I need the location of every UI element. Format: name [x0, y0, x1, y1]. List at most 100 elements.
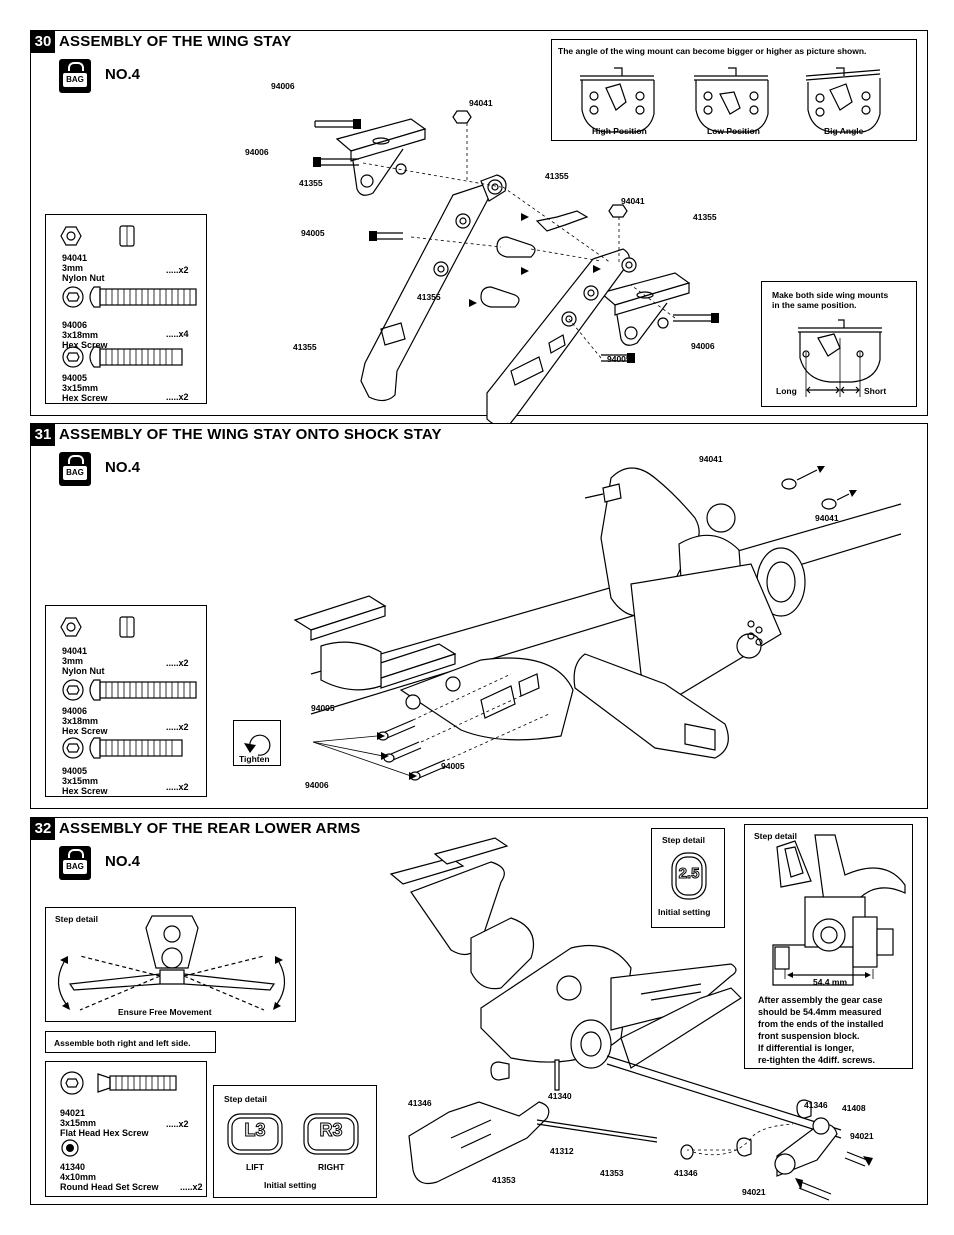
gear-case-measurement-drawing [772, 834, 906, 986]
step-detail-initial-setting: Step detail 2.5 Initial setting [651, 828, 725, 928]
bag-number: NO.4 [105, 853, 141, 870]
part-qty: .....x2 [166, 265, 189, 275]
step-detail-label: Step detail [662, 835, 705, 845]
callout-label: 41355 [545, 171, 569, 181]
part-qty: .....x2 [166, 782, 189, 792]
step-title: ASSEMBLY OF THE REAR LOWER ARMS [59, 820, 361, 837]
side-note: Make both side wing mounts [772, 290, 889, 300]
callout-label: 94005 [441, 761, 465, 771]
rotate-clockwise-icon [244, 734, 271, 756]
rear-lower-arms-drawing [389, 837, 873, 1201]
part-code: 41340 [60, 1162, 86, 1172]
both-sides-label: Assemble both right and left side. [54, 1038, 191, 1048]
parts-list: 94041 3mm Nylon Nut .....x2 94006 3x18mm… [45, 214, 207, 404]
part-qty: .....x4 [166, 329, 189, 339]
measure-label: 54.4 mm [813, 977, 848, 987]
wing-mount-holes-icon [798, 319, 882, 397]
callout-label: 41355 [299, 178, 323, 188]
part-size: 3x15mm [62, 383, 99, 393]
part-code: 94005 [62, 766, 88, 776]
bag-icon: BAG [59, 59, 91, 93]
callout-label: 94006 [305, 780, 329, 790]
callout-label: 94021 [742, 1187, 766, 1197]
bag-number: NO.4 [105, 459, 141, 476]
wing-angle-box: The angle of the wing mount can become b… [551, 39, 917, 141]
callout-label: 41355 [417, 292, 441, 302]
lift-label: LIFT [246, 1162, 264, 1172]
part-name: Nylon Nut [62, 666, 105, 676]
step-detail-gear-case: Step detail 54.4 mm After assembly the g… [744, 824, 913, 1069]
callout-label: 94041 [815, 513, 839, 523]
part-code: 94006 [62, 706, 88, 716]
l3-insert-label: L3 [244, 1120, 266, 1141]
note-line: should be 54.4mm measured [758, 1007, 882, 1017]
bag-icon: BAG [59, 846, 91, 880]
step-detail-label: Step detail [55, 914, 98, 924]
part-name: Hex Screw [62, 393, 108, 403]
parts-list: 94041 3mm Nylon Nut .....x2 94006 3x18mm… [45, 605, 207, 797]
callout-label: 94041 [621, 196, 645, 206]
tighten-box: Tighten [233, 720, 281, 766]
part-name: Hex Screw [62, 726, 108, 736]
step-title: ASSEMBLY OF THE WING STAY ONTO SHOCK STA… [59, 426, 442, 443]
part-qty: .....x2 [166, 722, 189, 732]
part-size: 3mm [62, 263, 84, 273]
part-name: Round Head Set Screw [60, 1182, 159, 1192]
part-size: 3x15mm [60, 1118, 97, 1128]
callout-label: 94005 [301, 228, 325, 238]
step-detail-free-movement: Step detail Ensure Free Movement [45, 907, 296, 1022]
part-qty: .....x2 [166, 1119, 189, 1129]
part-size: 3x18mm [62, 716, 99, 726]
callout-label: 41340 [548, 1091, 572, 1101]
tighten-label: Tighten [239, 754, 270, 764]
parts-list: 94021 3x15mm Flat Head Hex Screw .....x2… [45, 1061, 207, 1197]
note-line: re-tighten the 4diff. screws. [758, 1055, 876, 1065]
callout-label: 94041 [699, 454, 723, 464]
part-size: 4x10mm [60, 1172, 97, 1182]
part-code: 94005 [62, 373, 88, 383]
callout-label: 41312 [550, 1146, 574, 1156]
callout-label: 41346 [674, 1168, 698, 1178]
callout-label: 41355 [293, 342, 317, 352]
note-line: from the ends of the installed [758, 1019, 884, 1029]
wing-mount-positions-icon [580, 67, 881, 133]
initial-setting-label: Initial setting [264, 1180, 317, 1190]
part-size: 3x18mm [62, 330, 99, 340]
free-movement-drawing [57, 915, 286, 1011]
free-movement-label: Ensure Free Movement [118, 1007, 212, 1017]
callout-label: 41346 [408, 1098, 432, 1108]
callout-label: 41346 [804, 1100, 828, 1110]
parts-icons [60, 1071, 177, 1157]
callout-label: 94005 [311, 703, 335, 713]
part-size: 3x15mm [62, 776, 99, 786]
long-label: Long [776, 386, 797, 396]
part-code: 94041 [62, 646, 88, 656]
step-number: 32 [31, 818, 55, 840]
part-qty: .....x2 [166, 392, 189, 402]
step-detail-label: Step detail [754, 831, 797, 841]
step-32-panel: 32 ASSEMBLY OF THE REAR LOWER ARMS BAG N… [30, 817, 928, 1205]
step-title: ASSEMBLY OF THE WING STAY [59, 33, 292, 50]
step-number: 31 [31, 424, 55, 446]
bag-number: NO.4 [105, 66, 141, 83]
part-name: Nylon Nut [62, 273, 105, 283]
callout-label: 41408 [842, 1103, 866, 1113]
part-code: 94006 [62, 320, 88, 330]
part-code: 94041 [62, 253, 88, 263]
part-name: Hex Screw [62, 340, 108, 350]
callout-label: 94041 [469, 98, 493, 108]
position-label: High Position [592, 126, 647, 136]
callout-label: 41353 [492, 1175, 516, 1185]
angle-note: The angle of the wing mount can become b… [558, 46, 867, 56]
note-line: After assembly the gear case [758, 995, 883, 1005]
position-label: Low Position [707, 126, 760, 136]
part-name: Hex Screw [62, 786, 108, 796]
shock-stay-assembly-drawing [293, 466, 902, 781]
step-detail-label: Step detail [224, 1094, 267, 1104]
note-line: front suspension block. [758, 1031, 860, 1041]
callout-label: 94021 [850, 1131, 874, 1141]
part-code: 94021 [60, 1108, 86, 1118]
right-label: RIGHT [318, 1162, 345, 1172]
initial-setting-label: Initial setting [658, 907, 711, 917]
parts-icons [60, 616, 197, 759]
